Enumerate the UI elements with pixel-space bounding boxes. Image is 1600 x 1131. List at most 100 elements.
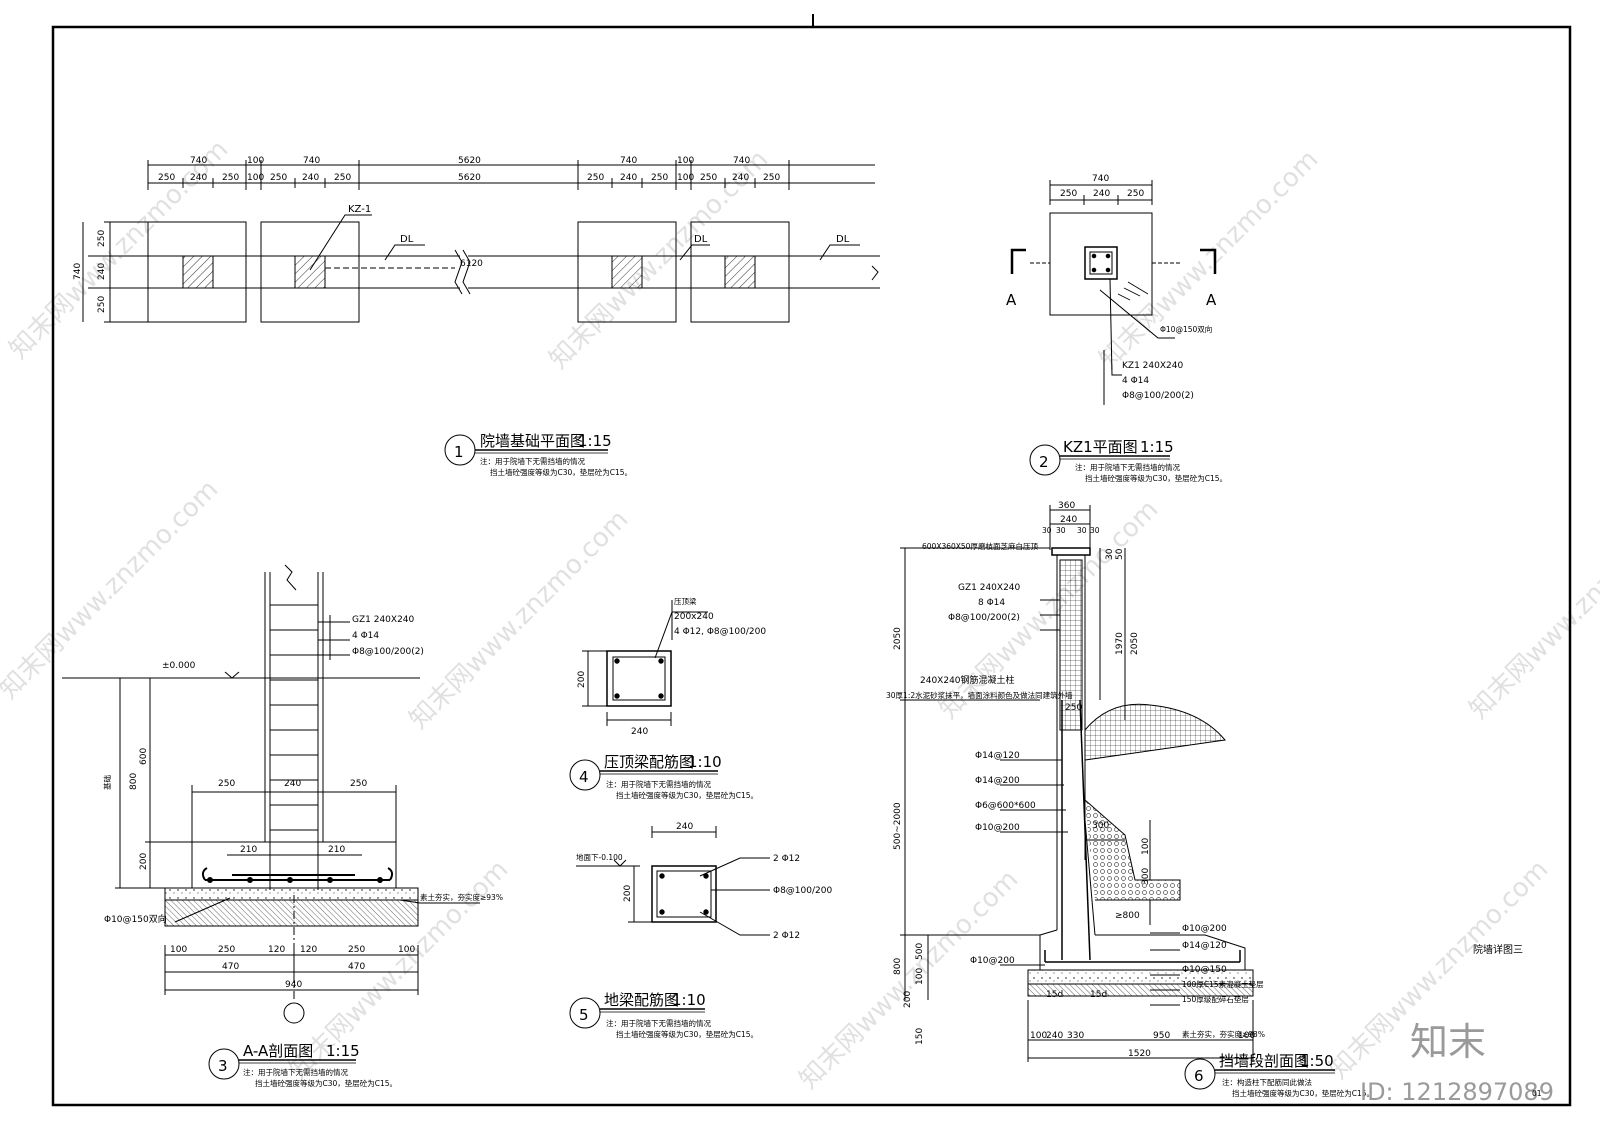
- vdim: 200: [139, 853, 149, 870]
- plaster-note: 30厚1:2水泥砂浆抹平，墙面涂料颜色及做法同建筑外墙: [886, 690, 1073, 700]
- view3-texts: ±0.000 GZ1 240X240 4 Φ14 Φ8@100/200(2) Φ…: [102, 615, 503, 990]
- dl-label: DL: [400, 234, 414, 245]
- dim-15d: 15d: [1090, 990, 1107, 1000]
- vdim: 2050: [893, 627, 903, 650]
- dim-side: 240: [97, 263, 107, 280]
- view4-title-block: 4 压顶梁配筋图 1:10 注：用于院墙下无需挡墙的情况 挡土墙砼强度等级为C3…: [569, 753, 758, 800]
- vdim: 500: [915, 943, 925, 960]
- view3-scale: 1:15: [326, 1042, 360, 1060]
- dim-5620: 5620: [458, 156, 481, 166]
- cap-note: 600X360X50厚磨枝面芝麻白压顶: [922, 541, 1038, 551]
- kz1-label: KZ-1: [348, 204, 371, 215]
- view5-scale: 1:10: [672, 991, 706, 1009]
- dim-sub: 240: [732, 173, 749, 183]
- view4-note1: 注：用于院墙下无需挡墙的情况: [606, 779, 711, 789]
- dim: 250: [348, 945, 365, 955]
- dim-sub: 250: [763, 173, 780, 183]
- dl-label: DL: [836, 234, 850, 245]
- view1-scale: 1:15: [578, 432, 612, 450]
- dim-sub: 100: [677, 173, 694, 183]
- dim: 100: [398, 945, 415, 955]
- view6-note1: 注：构造柱下配筋同此做法: [1222, 1077, 1312, 1087]
- watermark-text: 知末网www.znzmo.com: [404, 504, 635, 735]
- callout-rebar: Φ10@150双向: [1160, 324, 1212, 334]
- vdim: 200: [903, 991, 913, 1008]
- callout: 4 Φ12, Φ8@100/200: [674, 627, 766, 637]
- dim-800: ≥800: [1115, 911, 1140, 921]
- dim-100: 100: [677, 156, 694, 166]
- dim: 250: [350, 779, 367, 789]
- dim-sub: 250: [334, 173, 351, 183]
- view3-number: 3: [218, 1057, 228, 1075]
- callout: Φ10@200: [970, 956, 1015, 966]
- dim-sub: 250: [1060, 189, 1077, 199]
- callout: 2 Φ12: [773, 854, 800, 864]
- level-mark: 地面下-0.100: [576, 852, 623, 862]
- dim: 250: [218, 779, 235, 789]
- callout: Φ10@150: [1182, 965, 1227, 975]
- view5-note1: 注：用于院墙下无需挡墙的情况: [606, 1018, 711, 1028]
- id-label: ID: 1212897089: [1360, 1078, 1554, 1106]
- vdim: 2050: [1130, 632, 1140, 655]
- callout-gz1: GZ1 240X240: [352, 615, 415, 625]
- dim-1520: 1520: [1128, 1049, 1151, 1059]
- dim-sub: 5620: [458, 173, 481, 183]
- callout-stirrups: Φ8@100/200(2): [352, 647, 424, 657]
- callout: Φ14@200: [975, 776, 1020, 786]
- dim: 240: [284, 779, 301, 789]
- soil-note: 素土夯实，夯实度≥93%: [420, 892, 503, 902]
- callout-rebar: Φ10@150双向: [104, 913, 167, 925]
- dim: 950: [1153, 1031, 1170, 1041]
- view1-note1: 注：用于院墙下无需挡墙的情况: [480, 456, 585, 466]
- callout: Φ8@100/200: [773, 886, 832, 896]
- vdim: 800: [893, 958, 903, 975]
- dim-sub: 240: [302, 173, 319, 183]
- sheet-number: 01: [1532, 1089, 1542, 1098]
- dim-sub: 240: [1093, 189, 1110, 199]
- dim-740: 740: [1092, 174, 1109, 184]
- dim: 200: [577, 671, 587, 688]
- watermark-text: 知末网www.znzmo.com: [4, 134, 235, 365]
- drawing-name: 院墙详图三: [1473, 943, 1523, 956]
- callout: Φ6@600*600: [975, 801, 1036, 811]
- view2-title: KZ1平面图: [1063, 438, 1138, 456]
- dim: 30: [1042, 526, 1052, 535]
- view5-ground-beam: [576, 826, 770, 936]
- callout: 150厚级配碎石垫层: [1182, 994, 1249, 1004]
- callout: Φ10@200: [975, 823, 1020, 833]
- side-label: 基础: [102, 775, 112, 790]
- dim: 470: [222, 962, 239, 972]
- vdim: 500~2000: [893, 802, 903, 850]
- view2-note2: 挡土墙砼强度等级为C30，垫层砼为C15。: [1085, 473, 1227, 483]
- vdim: 150: [915, 1028, 925, 1045]
- dim: 100: [170, 945, 187, 955]
- col-note: 240X240钢筋混凝土柱: [920, 674, 1015, 686]
- view4-cap-beam: [582, 600, 708, 726]
- view2-note1: 注：用于院墙下无需挡墙的情况: [1075, 462, 1180, 472]
- dim-side: 250: [97, 296, 107, 313]
- dim: 360: [1058, 501, 1075, 511]
- watermark-text: 知末网www.znzmo.com: [794, 864, 1025, 1095]
- dim: 100: [1030, 1031, 1047, 1041]
- callout: Φ10@200: [1182, 924, 1227, 934]
- vdim: 800: [129, 773, 139, 790]
- view1-dimension-texts: 740 100 740 5620 740 100 740 250 240 250…: [73, 156, 850, 313]
- dim: 120: [268, 945, 285, 955]
- callout: Φ14@120: [1182, 941, 1227, 951]
- view5-number: 5: [579, 1006, 589, 1024]
- vdim: 600: [139, 748, 149, 765]
- view1-number: 1: [454, 443, 464, 461]
- callout: 200x240: [674, 612, 714, 622]
- dim: 210: [328, 845, 345, 855]
- dim: 30: [1090, 526, 1100, 535]
- callout-bars: 4 Φ14: [352, 631, 379, 641]
- dim-side-total: 740: [73, 263, 83, 280]
- dim: 120: [300, 945, 317, 955]
- dim-sub: 250: [270, 173, 287, 183]
- dim: 200: [623, 885, 633, 902]
- sheet-border: [51, 25, 1572, 1107]
- dim: 330: [1067, 1031, 1084, 1041]
- dim-6120: 6120: [460, 259, 483, 269]
- section-mark-a: A: [1006, 291, 1017, 309]
